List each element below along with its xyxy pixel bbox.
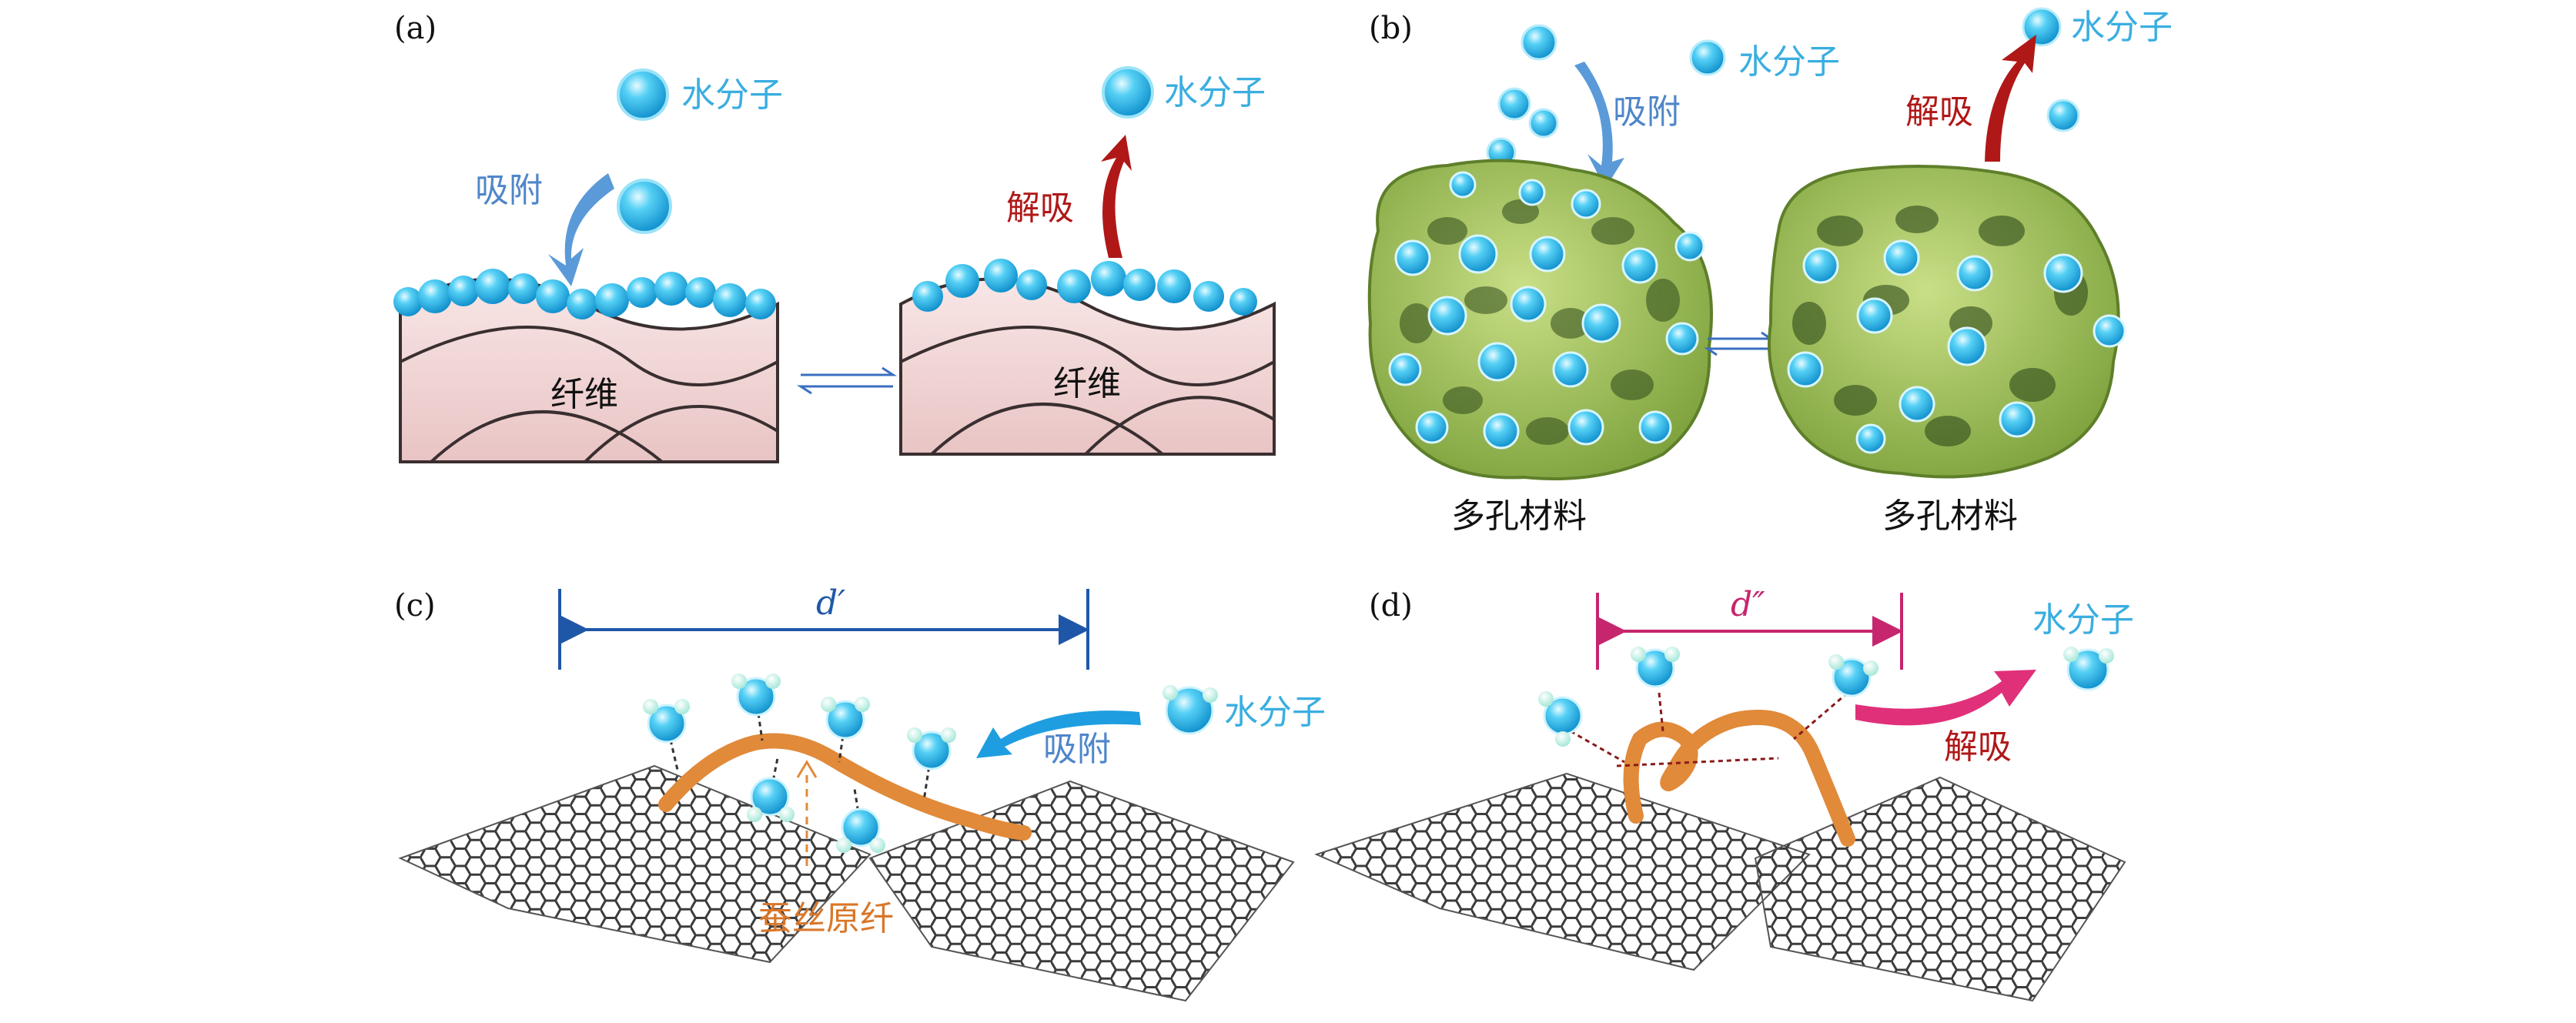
water-label-b-left: 水分子 — [1738, 42, 1840, 82]
water-molecule-icon — [1521, 24, 1557, 61]
silk-fibril — [658, 733, 1032, 841]
adsorb-arrow-b — [1574, 62, 1624, 189]
water-molecules-d — [1538, 647, 1878, 747]
water-molecule-icon — [1689, 39, 1726, 76]
desorb-arrow-a — [1101, 135, 1132, 258]
graphene-sheet-icon — [1754, 776, 2126, 1002]
distance-label-d: d″ — [1731, 585, 1765, 624]
adsorb-label-a: 吸附 — [475, 171, 543, 210]
fiber-right — [899, 259, 1276, 456]
equilibrium-arrows-icon — [1704, 331, 1775, 356]
adsorb-arrow-a — [548, 173, 614, 286]
panel-d: (d) d″ 水分子 — [1314, 585, 2134, 1002]
water-label-a-right: 水分子 — [1164, 73, 1266, 112]
material-left-label: 多孔材料 — [1451, 496, 1587, 536]
water-molecule-icon — [1165, 686, 1214, 735]
fibril-label: 蚕丝原纤 — [758, 899, 894, 938]
water-molecule-icon — [617, 69, 669, 121]
adsorb-label-b: 吸附 — [1613, 92, 1681, 132]
fiber-left — [393, 269, 779, 463]
desorb-label-a: 解吸 — [1006, 189, 1074, 228]
adsorb-label-c: 吸附 — [1043, 730, 1111, 769]
distance-bracket-d — [1596, 593, 1903, 670]
water-molecule-icon — [617, 179, 672, 234]
water-label-a-left: 水分子 — [681, 75, 783, 115]
desorb-label-d: 解吸 — [1944, 727, 2012, 767]
water-molecule-icon — [2066, 648, 2109, 691]
panel-b: (b) 水分子 水分子 吸附 解吸 — [1367, 7, 2173, 536]
fiber-left-label: 纤维 — [550, 375, 618, 414]
adsorb-arrow-c — [976, 710, 1141, 758]
silk-fibril-coiled — [1623, 710, 1855, 847]
water-molecules-c — [643, 674, 956, 853]
panel-a-tag: (a) — [394, 11, 437, 46]
distance-label-c: d′ — [816, 583, 845, 623]
panel-d-tag: (d) — [1369, 588, 1413, 623]
graphene-sheet-icon — [868, 780, 1295, 1002]
equilibrium-arrows-icon — [796, 366, 898, 395]
fiber-right-label: 纤维 — [1053, 364, 1121, 403]
panel-b-tag: (b) — [1369, 11, 1413, 46]
water-molecule-icon — [1102, 66, 1154, 119]
water-label-b-right: 水分子 — [2071, 8, 2173, 47]
desorb-arrow-d — [1855, 670, 2036, 726]
panel-c: (c) d′ — [394, 583, 1326, 1002]
desorb-label-b: 解吸 — [1905, 92, 1973, 132]
distance-bracket-c — [558, 589, 1089, 670]
desorb-arrow-b — [1985, 35, 2036, 162]
porous-material-right — [1768, 165, 2126, 479]
water-label-c: 水分子 — [1224, 693, 1326, 732]
panel-a: (a) 纤维 水分子 吸附 — [393, 11, 1276, 463]
water-molecule-icon — [2022, 7, 2062, 47]
material-right-label: 多孔材料 — [1882, 496, 2018, 536]
water-label-d: 水分子 — [2032, 600, 2134, 640]
graphene-sheet-icon — [1314, 772, 1811, 971]
porous-material-left — [1367, 159, 1713, 480]
panel-c-tag: (c) — [394, 588, 436, 623]
